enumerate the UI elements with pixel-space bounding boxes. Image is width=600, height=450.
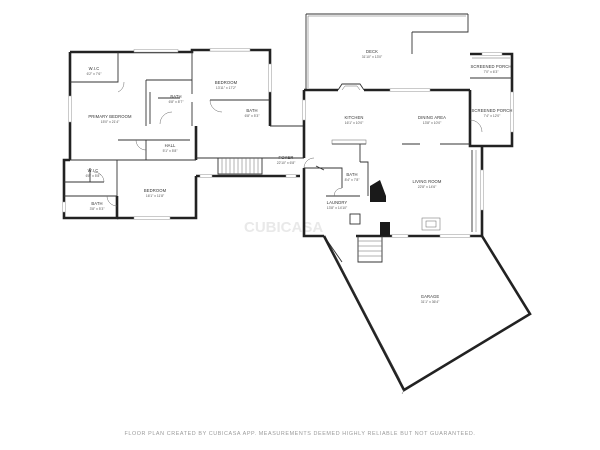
svg-text:W.I.C: W.I.C xyxy=(89,66,100,71)
svg-text:KITCHEN: KITCHEN xyxy=(344,115,363,120)
room-bedroom-1: BEDROOM 13'11" x 17'2" xyxy=(215,80,238,90)
room-screened-porch-1: SCREENED PORCH 7'0" x 6'3" xyxy=(471,64,512,74)
svg-text:PRIMARY BEDROOM: PRIMARY BEDROOM xyxy=(88,114,132,119)
room-bath-3: BATH 3'8" x 5'3" xyxy=(90,201,106,211)
svg-text:6'2" x 7'6": 6'2" x 7'6" xyxy=(87,72,103,76)
svg-text:6'8" x 5'3": 6'8" x 5'3" xyxy=(245,114,261,118)
room-dining-area: DINING AREA 13'8" x 10'0" xyxy=(418,115,446,125)
foyer-walls xyxy=(196,157,304,178)
svg-text:31'10" x 13'0": 31'10" x 13'0" xyxy=(362,55,383,59)
room-bedroom-2: BEDROOM 16'1" x 11'8" xyxy=(144,188,167,198)
svg-text:15'0" x 21'4": 15'0" x 21'4" xyxy=(101,120,120,124)
room-screened-porch-2: SCREENED PORCH 7'4" x 12'0" xyxy=(472,108,513,118)
svg-text:LIVING ROOM: LIVING ROOM xyxy=(412,179,441,184)
svg-text:16'1" x 11'8": 16'1" x 11'8" xyxy=(146,194,165,198)
footer-disclaimer: FLOOR PLAN CREATED BY CUBICASA APP. MEAS… xyxy=(124,431,476,437)
svg-text:BEDROOM: BEDROOM xyxy=(144,188,167,193)
svg-text:8'4" x 7'8": 8'4" x 7'8" xyxy=(345,178,361,182)
svg-text:13'11" x 17'2": 13'11" x 17'2" xyxy=(216,86,237,90)
svg-text:5'1" x 5'8": 5'1" x 5'8" xyxy=(163,149,179,153)
svg-text:6'8" x 8'7": 6'8" x 8'7" xyxy=(169,100,185,104)
room-bath-2: BATH 6'8" x 5'3" xyxy=(245,108,261,118)
svg-text:BATH: BATH xyxy=(91,201,102,206)
svg-text:13'8" x 10'0": 13'8" x 10'0" xyxy=(423,121,442,125)
svg-text:22'10" x 6'8": 22'10" x 6'8" xyxy=(277,161,296,165)
svg-text:SCREENED PORCH: SCREENED PORCH xyxy=(472,108,513,113)
room-primary-bedroom: PRIMARY BEDROOM 15'0" x 21'4" xyxy=(88,114,132,124)
svg-text:22'8" x 14'6": 22'8" x 14'6" xyxy=(418,185,437,189)
watermark: CUBICASA xyxy=(244,219,323,236)
svg-text:BEDROOM: BEDROOM xyxy=(215,80,238,85)
svg-text:7'4" x 12'0": 7'4" x 12'0" xyxy=(484,114,502,118)
svg-text:3'8" x 5'3": 3'8" x 5'3" xyxy=(90,207,106,211)
svg-text:16'1" x 10'0": 16'1" x 10'0" xyxy=(345,121,364,125)
svg-text:SCREENED PORCH: SCREENED PORCH xyxy=(471,64,512,69)
svg-text:BATH: BATH xyxy=(346,172,357,177)
room-bath-1: BATH 6'8" x 8'7" xyxy=(169,94,185,104)
room-hall: HALL 5'1" x 5'8" xyxy=(163,143,179,153)
entry-stairs xyxy=(323,235,383,263)
west-wing-walls xyxy=(62,48,304,220)
garage-walls xyxy=(322,235,532,395)
room-kitchen: KITCHEN 16'1" x 10'0" xyxy=(344,115,364,125)
room-wic-2: W.I.C 6'8" x 5'8" xyxy=(86,168,102,178)
svg-text:HALL: HALL xyxy=(165,143,176,148)
room-labels: DECK 31'10" x 13'0" SCREENED PORCH 7'0" … xyxy=(86,49,513,304)
room-wic-1: W.I.C 6'2" x 7'6" xyxy=(87,66,103,76)
svg-text:7'0" x 6'3": 7'0" x 6'3" xyxy=(484,70,500,74)
svg-text:GARAGE: GARAGE xyxy=(421,294,440,299)
svg-text:W.I.C: W.I.C xyxy=(88,168,99,173)
svg-text:DINING AREA: DINING AREA xyxy=(418,115,446,120)
svg-text:LAUNDRY: LAUNDRY xyxy=(327,200,348,205)
svg-text:BATH: BATH xyxy=(246,108,257,113)
svg-text:DECK: DECK xyxy=(366,49,378,54)
room-living-room: LIVING ROOM 22'8" x 14'6" xyxy=(412,179,441,189)
svg-text:FOYER: FOYER xyxy=(279,155,294,160)
room-foyer: FOYER 22'10" x 6'8" xyxy=(277,155,296,165)
room-deck: DECK 31'10" x 13'0" xyxy=(362,49,383,59)
room-laundry: LAUNDRY 13'8" x 14'10" xyxy=(327,200,348,210)
svg-text:6'8" x 5'8": 6'8" x 5'8" xyxy=(86,174,102,178)
room-bath-4: BATH 8'4" x 7'8" xyxy=(345,172,361,182)
svg-text:13'8" x 14'10": 13'8" x 14'10" xyxy=(327,206,348,210)
room-garage: GARAGE 31'1" x 36'4" xyxy=(421,294,440,304)
svg-text:31'1" x 36'4": 31'1" x 36'4" xyxy=(421,300,440,304)
svg-text:BATH: BATH xyxy=(170,94,181,99)
